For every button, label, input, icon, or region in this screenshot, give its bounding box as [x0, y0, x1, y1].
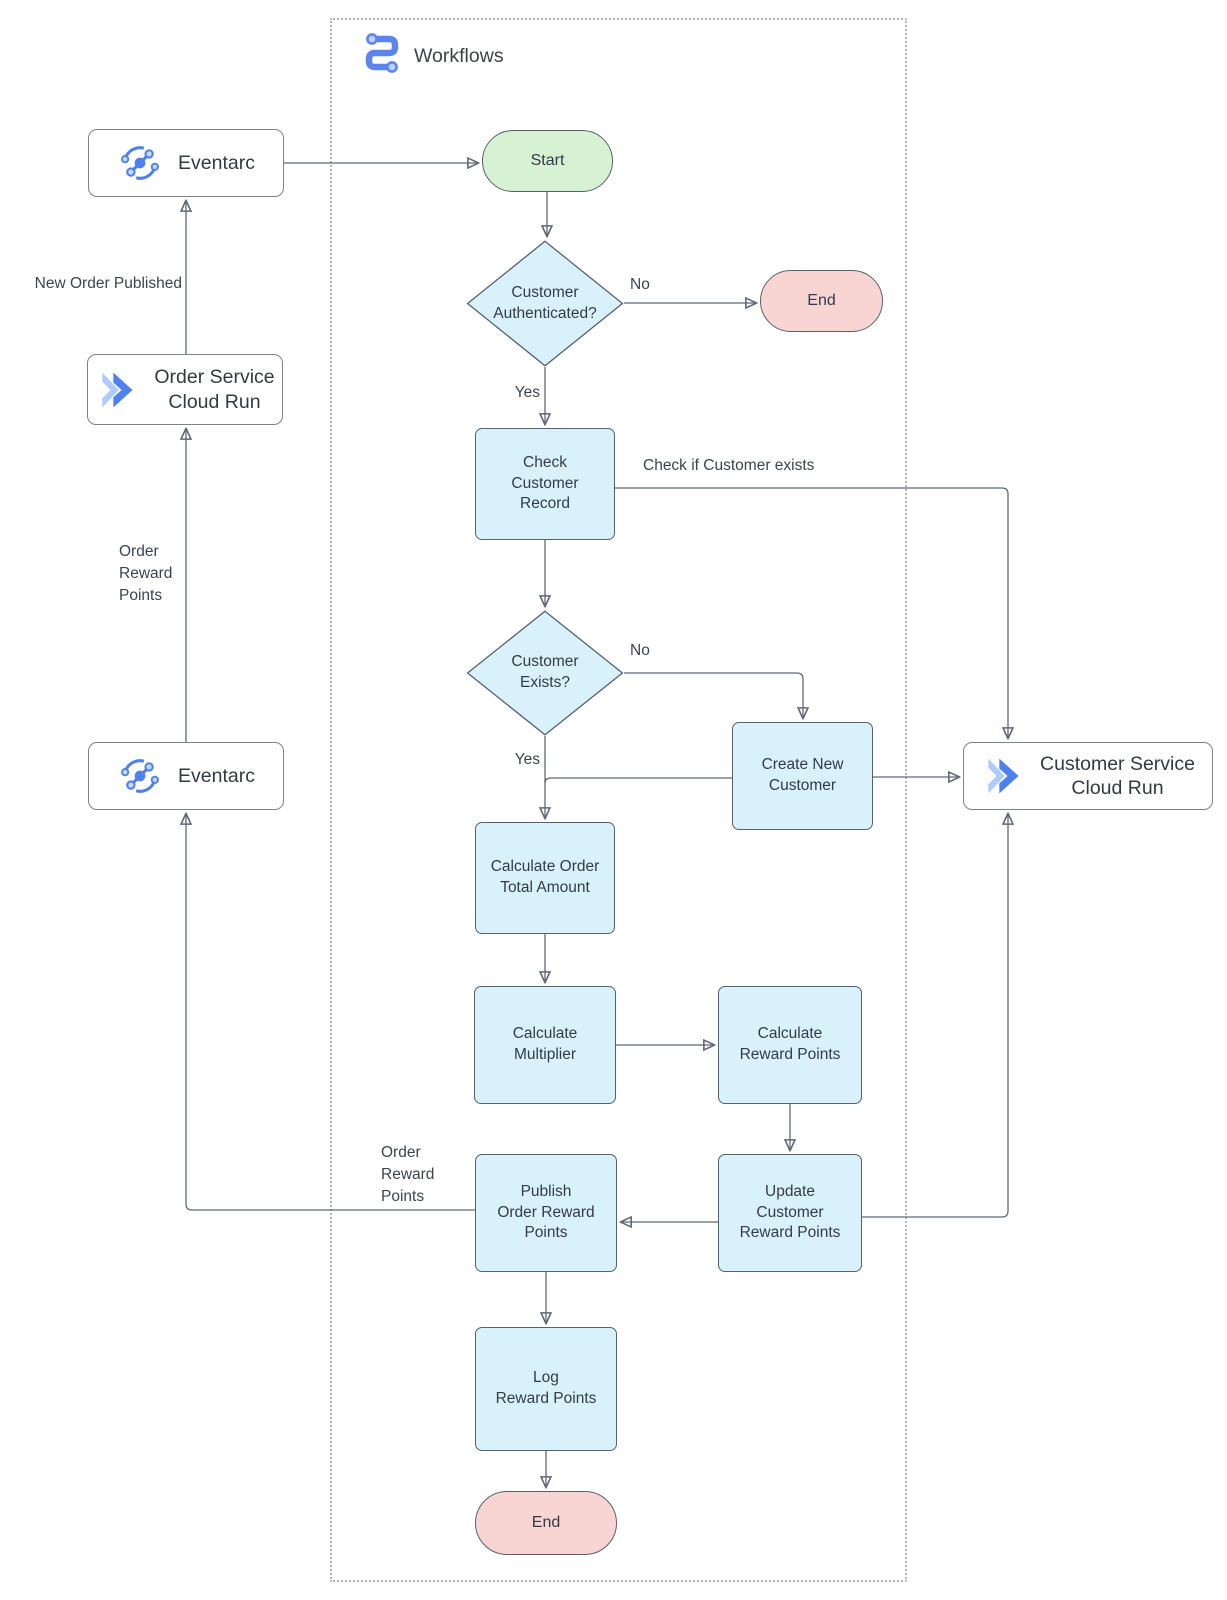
cloud-run-icon [981, 754, 1025, 798]
node-label: Eventarc [178, 764, 255, 787]
node-start: Start [482, 130, 613, 192]
edge-label-order-reward-points-left: Order Reward Points [119, 543, 173, 604]
edge-label-exists-no: No [630, 642, 650, 659]
eventarc-icon [117, 140, 163, 186]
node-end-top: End [760, 270, 883, 332]
node-label: Customer Service Cloud Run [1040, 752, 1195, 799]
edge-label-auth-yes: Yes [514, 384, 540, 401]
node-calculate-multiplier: Calculate Multiplier [474, 986, 616, 1104]
workflows-title: Workflows [414, 45, 504, 67]
node-eventarc-bottom: Eventarc [88, 742, 284, 810]
node-end-bottom: End [475, 1491, 617, 1555]
node-log-reward-points: Log Reward Points [475, 1327, 617, 1451]
node-label: Order Service Cloud Run [154, 366, 275, 413]
cloud-run-icon [95, 368, 139, 412]
node-publish-order-reward-points: Publish Order Reward Points [475, 1154, 617, 1272]
edge-label-exists-yes: Yes [514, 751, 540, 768]
node-calculate-order-total: Calculate Order Total Amount [475, 822, 615, 934]
decision-shape [466, 240, 624, 367]
workflows-icon [358, 30, 406, 78]
decision-shape [466, 610, 624, 736]
edge-label-auth-no: No [630, 276, 650, 293]
workflows-boundary [330, 18, 907, 1582]
edge-label-check-if-customer-exists: Check if Customer exists [643, 457, 815, 474]
node-customer-service-cloud-run: Customer Service Cloud Run [963, 742, 1213, 810]
edge-label-order-reward-points-publish: Order Reward Points [381, 1144, 435, 1205]
node-update-customer-reward-points: Update Customer Reward Points [718, 1154, 862, 1272]
node-order-service-cloud-run: Order Service Cloud Run [87, 354, 283, 425]
node-label: Eventarc [178, 151, 255, 174]
node-eventarc-top: Eventarc [88, 129, 284, 197]
node-check-customer-record: Check Customer Record [475, 428, 615, 540]
node-customer-exists: Customer Exists? [466, 610, 624, 736]
edge-label-new-order-published: New Order Published [34, 275, 182, 292]
eventarc-icon [117, 753, 163, 799]
node-customer-authenticated: Customer Authenticated? [466, 240, 624, 367]
node-calculate-reward-points: Calculate Reward Points [718, 986, 862, 1104]
node-create-new-customer: Create New Customer [732, 722, 873, 830]
